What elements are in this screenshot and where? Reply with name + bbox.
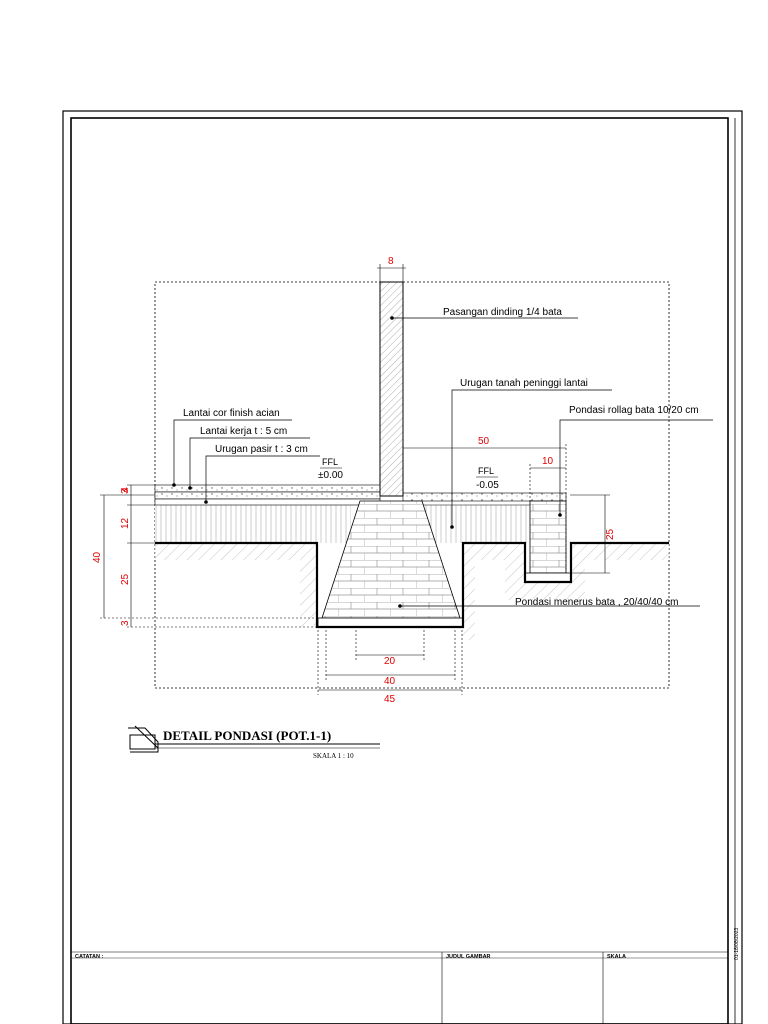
label-wall: Pasangan dinding 1/4 bata [443, 307, 562, 318]
detail-title: DETAIL PONDASI (POT.1-1) [163, 728, 331, 743]
ground-line [155, 541, 669, 629]
notes-label: CATATAN : [75, 954, 103, 960]
ffl-label-left: FFL [322, 457, 338, 467]
inner-frame [70, 117, 729, 1024]
drawing-title-label: JUDUL GAMBAR [446, 954, 491, 960]
scale-label: SKALA [607, 954, 626, 960]
dim-3: 3 [120, 488, 131, 494]
top-dimension-group [377, 264, 610, 574]
floor-layer-right [402, 492, 567, 502]
leader-group [173, 317, 713, 607]
soil-hatch-left [155, 543, 317, 627]
label-work-floor: Lantai kerja t : 5 cm [200, 426, 287, 437]
dim-total-40: 40 [92, 551, 103, 563]
dim-3-bottom: 3 [120, 620, 131, 626]
side-stamp: 01-18/08/2023 [734, 928, 740, 960]
label-sand-fill: Urugan pasir t : 3 cm [215, 444, 308, 455]
dim-span-50: 50 [478, 436, 490, 447]
dim-wall-width: 8 [388, 256, 394, 267]
ffl-value-right: -0.05 [476, 480, 499, 491]
dim-4: 4 [120, 487, 131, 493]
label-strip-foundation: Pondasi menerus bata , 20/40/40 cm [515, 597, 678, 608]
outer-frame [62, 110, 743, 1024]
rollag-foundation [529, 500, 567, 574]
section-marker [128, 725, 380, 753]
dim-base-width-40: 40 [384, 676, 396, 687]
dim-12: 12 [120, 517, 131, 529]
rollag-base [524, 572, 572, 583]
dim-base-width-45: 45 [384, 694, 396, 705]
dim-top-width-20: 20 [384, 656, 396, 667]
soil-hatch-right [462, 543, 669, 640]
bottom-dimension-group [317, 630, 463, 695]
ffl-value-left: ±0.00 [318, 470, 343, 481]
dim-span-10: 10 [542, 456, 554, 467]
label-rollag: Pondasi rollag bata 10/20 cm [569, 405, 699, 416]
sand-fill-layer [154, 498, 381, 506]
leader-dots [172, 316, 562, 608]
compacted-fill-right [425, 505, 530, 543]
dim-25: 25 [120, 573, 131, 585]
detail-scale: SKALA 1 : 10 [313, 752, 354, 760]
ffl-label-right: FFL [478, 466, 494, 476]
dim-height-25-right: 25 [605, 528, 616, 540]
label-fill-raise: Urugan tanah peninggi lantai [460, 378, 588, 389]
left-dimension-group [100, 484, 320, 628]
work-floor-layer [154, 491, 381, 500]
compacted-fill-left [155, 505, 351, 543]
label-floor-finish: Lantai cor finish acian [183, 408, 280, 419]
foundation-base [317, 617, 464, 628]
brick-wall [379, 281, 404, 497]
